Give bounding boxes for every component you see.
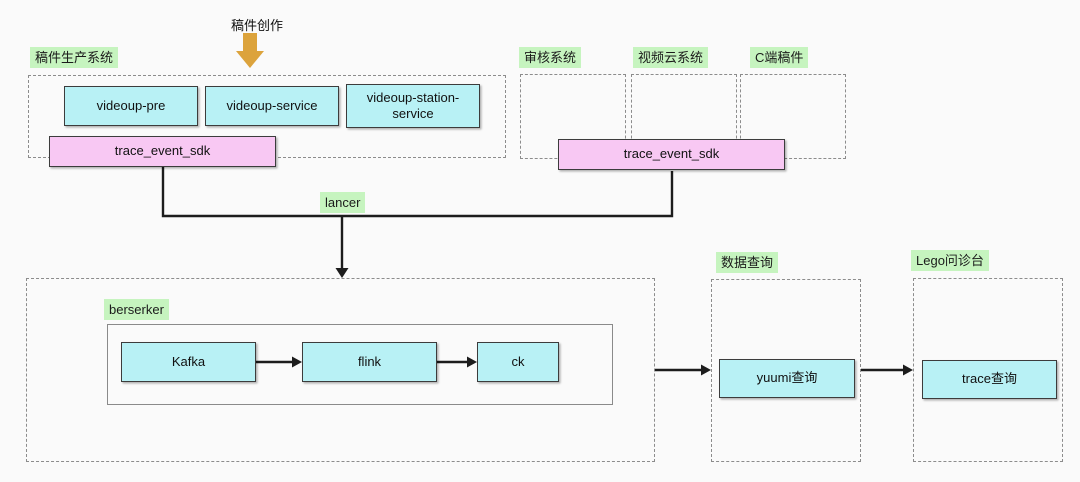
pipeline-node-kafka: Kafka [121, 342, 256, 382]
berserker-tag: berserker [104, 299, 169, 320]
service-node-videoup-pre: videoup-pre [64, 86, 198, 126]
lancer-to-berserker-arrowhead-icon [335, 268, 349, 278]
berserker-pipeline-box [107, 324, 613, 405]
trace-query-node: trace查询 [922, 360, 1057, 399]
service-node-videoup-station-service: videoup-station-service [346, 84, 480, 128]
creation-down-arrow-icon [236, 33, 264, 68]
creation-note: 稿件创作 [231, 18, 284, 33]
service-node-videoup-service: videoup-service [205, 86, 339, 126]
sdk-to-lancer-connector [161, 167, 674, 218]
c-side-container [740, 74, 846, 159]
flink-to-ck-arrowhead-icon [467, 356, 477, 368]
lego-consultation-tag: Lego问诊台 [911, 250, 989, 271]
berserker-to-dataquery-arrowhead-icon [701, 364, 711, 376]
pipeline-node-ck: ck [477, 342, 559, 382]
production-system-tag: 稿件生产系统 [30, 47, 119, 68]
consumer-trace-event-sdk-node: trace_event_sdk [558, 139, 785, 170]
lancer-tag: lancer [320, 192, 366, 213]
berserker-container [26, 278, 655, 462]
producer-trace-event-sdk-node: trace_event_sdk [49, 136, 276, 167]
lego-consultation-container [913, 278, 1063, 462]
yuumi-query-node: yuumi查询 [719, 359, 855, 398]
pipeline-node-flink: flink [302, 342, 437, 382]
audit-system-tag: 审核系统 [519, 47, 582, 68]
video-cloud-system-tag: 视频云系统 [633, 47, 709, 68]
dataquery-to-lego-arrowhead-icon [903, 364, 913, 376]
data-query-container [711, 279, 861, 462]
data-query-tag: 数据查询 [716, 252, 779, 273]
kafka-to-flink-arrowhead-icon [292, 356, 302, 368]
c-side-tag: C端稿件 [750, 47, 809, 68]
